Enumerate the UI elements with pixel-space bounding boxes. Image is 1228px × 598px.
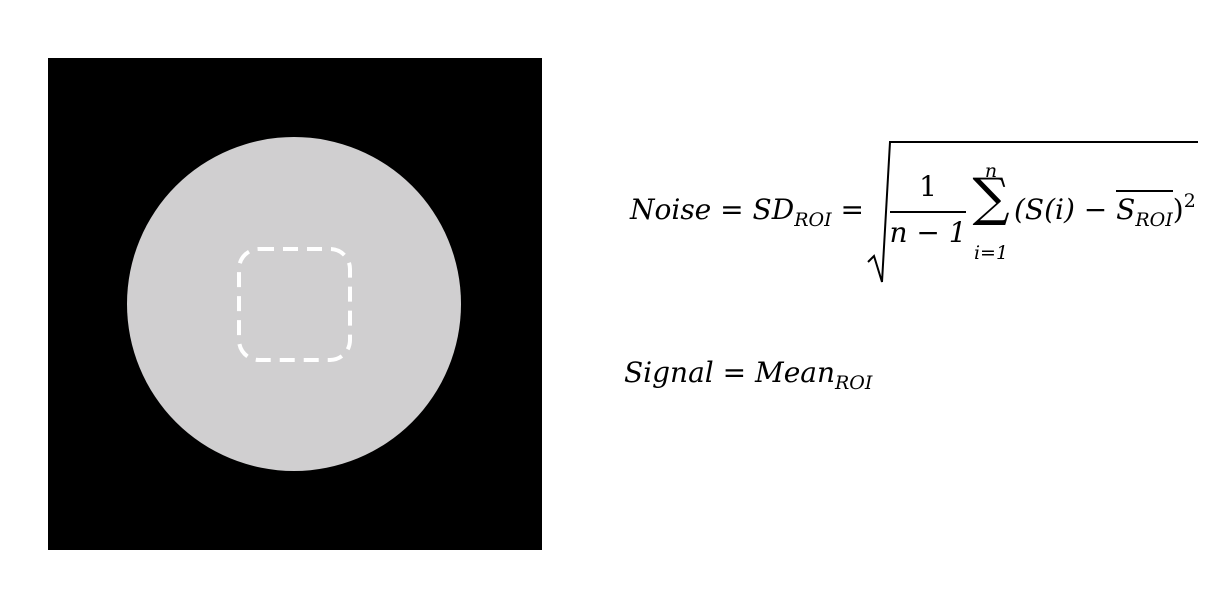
fraction-numerator: 1 — [919, 170, 937, 203]
sum-symbol: ∑ — [972, 168, 1010, 228]
phantom-disc — [127, 137, 461, 471]
signal-label: Signal — [624, 356, 714, 389]
equals-sign-2: = — [840, 193, 864, 226]
summation: n ∑ i=1 — [968, 160, 1014, 270]
signal-equation: Signal = MeanROI — [624, 356, 872, 394]
mean-subscript: ROI — [835, 372, 873, 394]
summand-open: (S(i) − — [1014, 193, 1117, 226]
mean-s-roi: SROI — [1116, 190, 1173, 231]
equals-sign-1: = — [720, 193, 744, 226]
phantom-panel — [48, 58, 542, 550]
fraction: 1 n − 1 — [888, 170, 968, 260]
sd-label: SD — [752, 193, 795, 226]
mean-s: S — [1116, 193, 1136, 226]
sum-upper-limit: n — [984, 160, 998, 182]
fraction-bar — [890, 211, 966, 213]
sd-subscript: ROI — [794, 209, 832, 231]
equals-sign-3: = — [722, 356, 747, 389]
phantom-illustration — [127, 137, 461, 471]
sum-lower-limit: i=1 — [973, 242, 1009, 264]
roi-outline — [237, 247, 352, 362]
summand-close: ) — [1172, 193, 1184, 226]
square-root-radical — [867, 141, 1198, 283]
noise-label: Noise — [630, 193, 712, 226]
exponent: 2 — [1183, 190, 1196, 212]
noise-equation-lhs: Noise = SDROI = — [630, 193, 864, 231]
mean-s-subscript: ROI — [1135, 209, 1173, 231]
summand: (S(i) − SROI)2 — [1014, 190, 1196, 231]
fraction-denominator: n − 1 — [889, 216, 967, 249]
mean-label: Mean — [755, 356, 835, 389]
